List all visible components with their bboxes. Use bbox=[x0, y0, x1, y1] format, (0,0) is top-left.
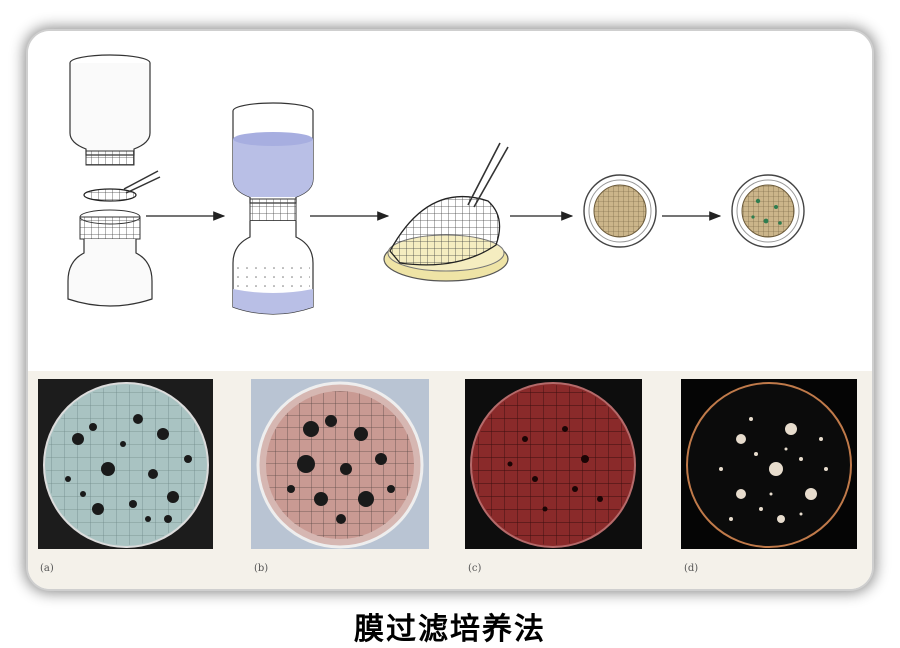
photo-c-svg bbox=[465, 379, 642, 549]
panel-label-d: (d) bbox=[684, 563, 699, 574]
liquid-lower bbox=[233, 289, 313, 314]
figure-caption: 膜过滤培养法 bbox=[354, 612, 546, 647]
photo-d-svg bbox=[681, 379, 857, 549]
dish-with-colonies bbox=[731, 174, 805, 248]
panel-label-a: (a) bbox=[40, 563, 54, 574]
photo-a-svg bbox=[38, 379, 213, 549]
filter-unit-assembled bbox=[232, 102, 314, 315]
photo-a bbox=[38, 379, 213, 549]
photo-d bbox=[681, 379, 857, 549]
liquid-upper bbox=[233, 139, 313, 197]
filter-unit-disassembled bbox=[67, 54, 161, 307]
process-diagram bbox=[28, 31, 872, 376]
figure-card: (a) (b) bbox=[28, 31, 872, 589]
panel-label-c: (c) bbox=[468, 563, 482, 574]
photo-b-svg bbox=[251, 379, 429, 549]
process-diagram-svg bbox=[67, 54, 805, 315]
photo-b bbox=[251, 379, 429, 549]
membrane-transfer bbox=[383, 142, 509, 282]
plate-photos: (a) (b) bbox=[28, 371, 872, 589]
panel-label-b: (b) bbox=[254, 563, 269, 574]
photo-c bbox=[465, 379, 642, 549]
dish-before-growth bbox=[583, 174, 657, 248]
